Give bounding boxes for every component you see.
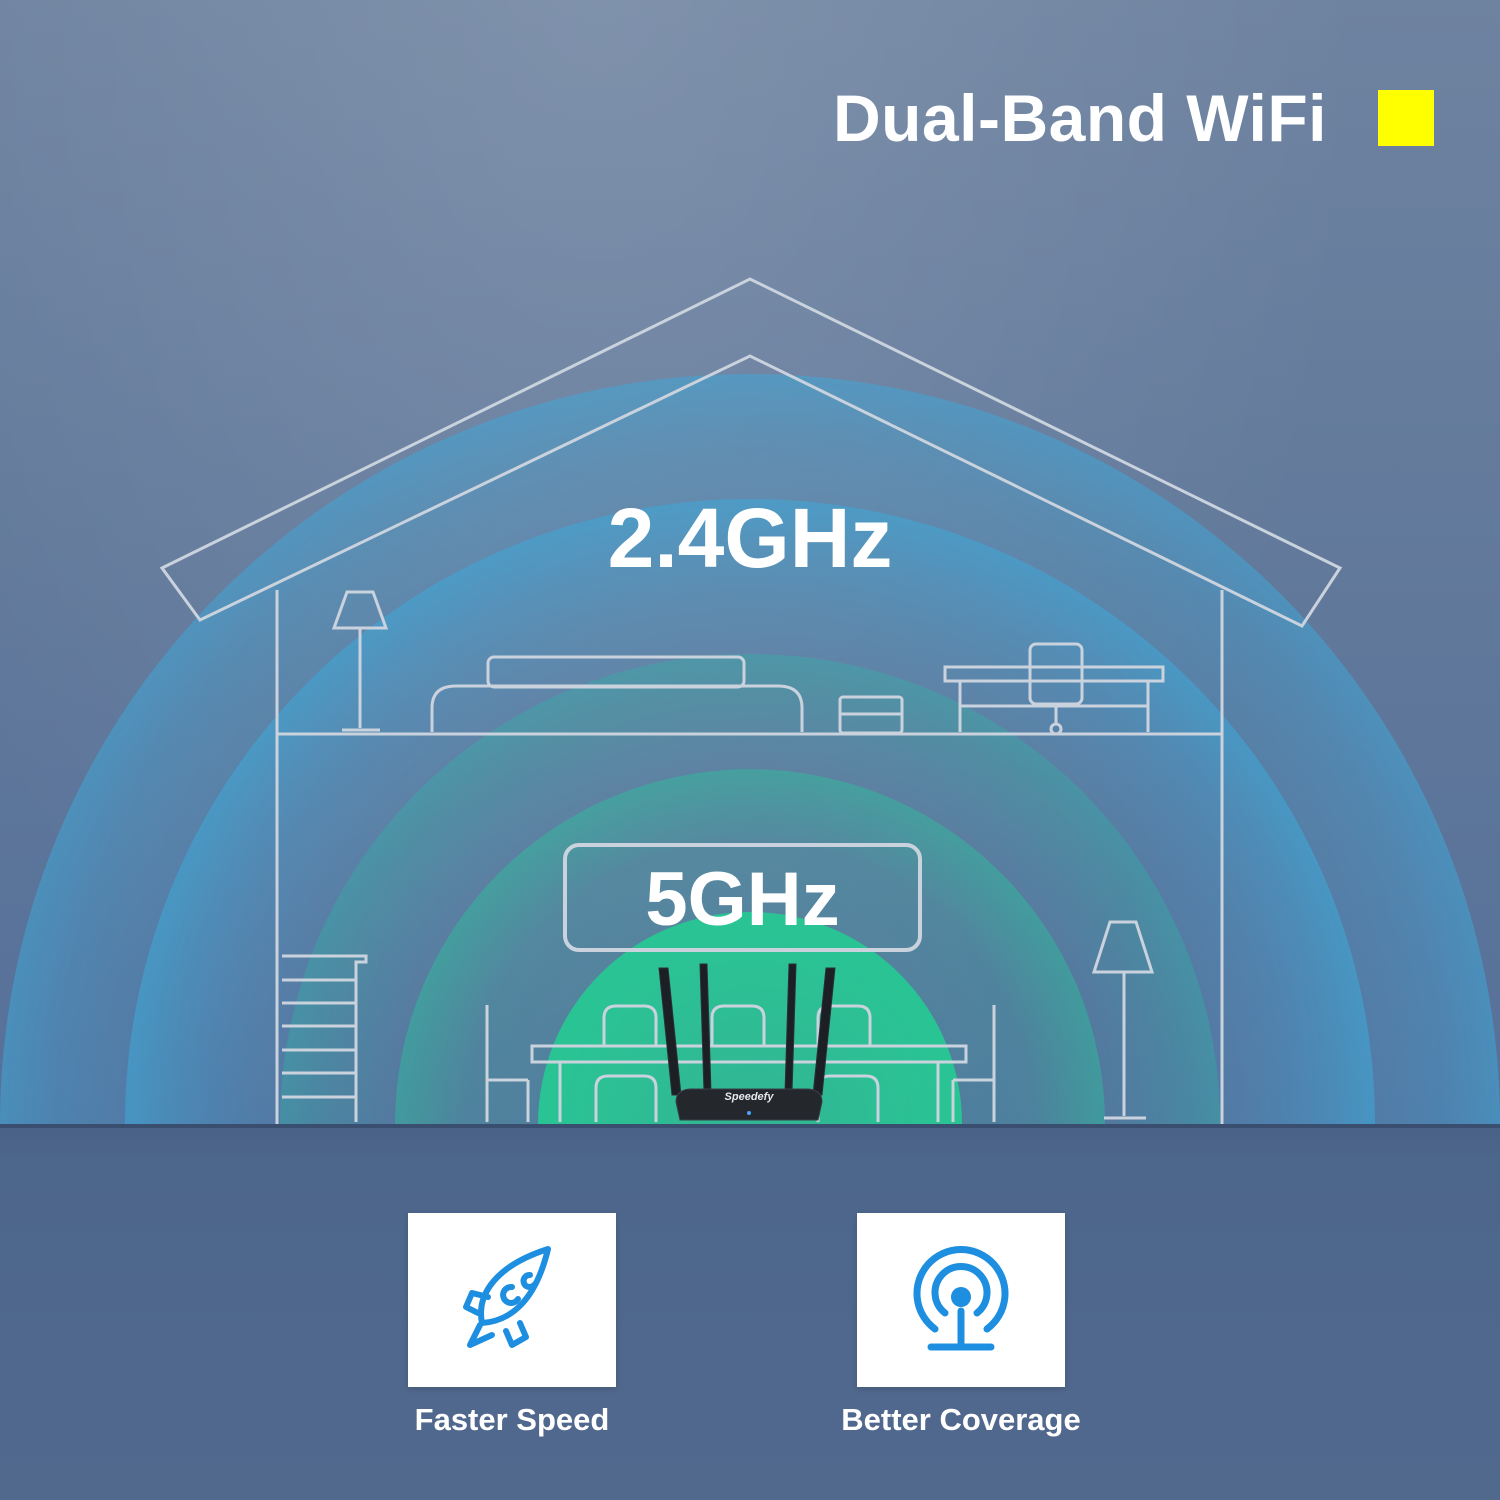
house-outline — [159, 277, 1343, 1124]
floor-lamp-downstairs — [1091, 920, 1155, 1120]
house-roof — [159, 277, 1343, 628]
downstairs-furniture — [282, 920, 1155, 1122]
desk-and-chair — [943, 642, 1165, 736]
feature-label-speed: Faster Speed — [414, 1402, 610, 1437]
router-antennas — [658, 963, 836, 1096]
dining-set — [485, 1004, 996, 1122]
floor-lamp-upstairs — [331, 590, 389, 732]
wifi-waves — [0, 374, 1500, 1124]
headline: Dual-Band WiFi — [832, 81, 1328, 155]
router: Speedefy — [658, 963, 836, 1121]
feature-card-speed — [408, 1213, 616, 1387]
upstairs-furniture — [331, 590, 1165, 736]
wave-core-5ghz — [538, 912, 962, 1124]
accent-square — [1378, 90, 1434, 146]
floor — [0, 1124, 1500, 1500]
feature-label-coverage: Better Coverage — [841, 1402, 1081, 1437]
bookshelf — [282, 954, 368, 1122]
nightstand — [838, 695, 904, 735]
band-5ghz-label: 5GHz — [645, 857, 840, 942]
band-5ghz-frame — [563, 843, 922, 952]
rocket-icon — [463, 1246, 551, 1348]
router-brand: Speedefy — [725, 1091, 775, 1103]
band-24ghz-label: 2.4GHz — [607, 491, 893, 585]
feature-card-coverage — [857, 1213, 1065, 1387]
router-body — [675, 1088, 823, 1121]
bed — [430, 655, 804, 732]
router-status-led — [747, 1111, 751, 1115]
signal-tower-icon — [913, 1246, 1009, 1351]
